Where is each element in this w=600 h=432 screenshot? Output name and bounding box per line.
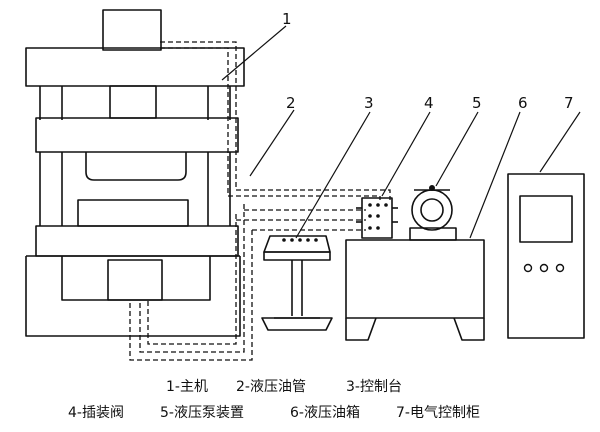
callout-2: 2 xyxy=(286,94,296,112)
hydraulic-pipes xyxy=(129,41,391,361)
legend-pump-unit: 5-液压泵装置 xyxy=(160,405,244,421)
callout-5: 5 xyxy=(472,94,482,112)
callout-3: 3 xyxy=(364,94,374,112)
legend-main-machine: 1-主机 xyxy=(166,379,208,395)
leader-lines xyxy=(221,25,581,239)
callout-1: 1 xyxy=(282,10,292,28)
legend-oil-tank: 6-液压油箱 xyxy=(290,405,360,421)
callout-4: 4 xyxy=(424,94,434,112)
callout-6: 6 xyxy=(518,94,528,112)
legend-cartridge-valve: 4-插装阀 xyxy=(68,405,124,421)
legend-hydraulic-pipe: 2-液压油管 xyxy=(236,379,306,395)
electric-cabinet xyxy=(507,173,585,339)
legend-electric-cabinet: 7-电气控制柜 xyxy=(396,405,480,421)
oil-tank xyxy=(345,239,485,341)
main-machine xyxy=(25,9,245,337)
pump-unit xyxy=(409,189,457,241)
legend-console: 3-控制台 xyxy=(346,379,402,395)
callout-7: 7 xyxy=(564,94,574,112)
control-console xyxy=(261,235,333,331)
indicator-dots xyxy=(282,185,565,273)
cartridge-valve xyxy=(356,197,398,239)
